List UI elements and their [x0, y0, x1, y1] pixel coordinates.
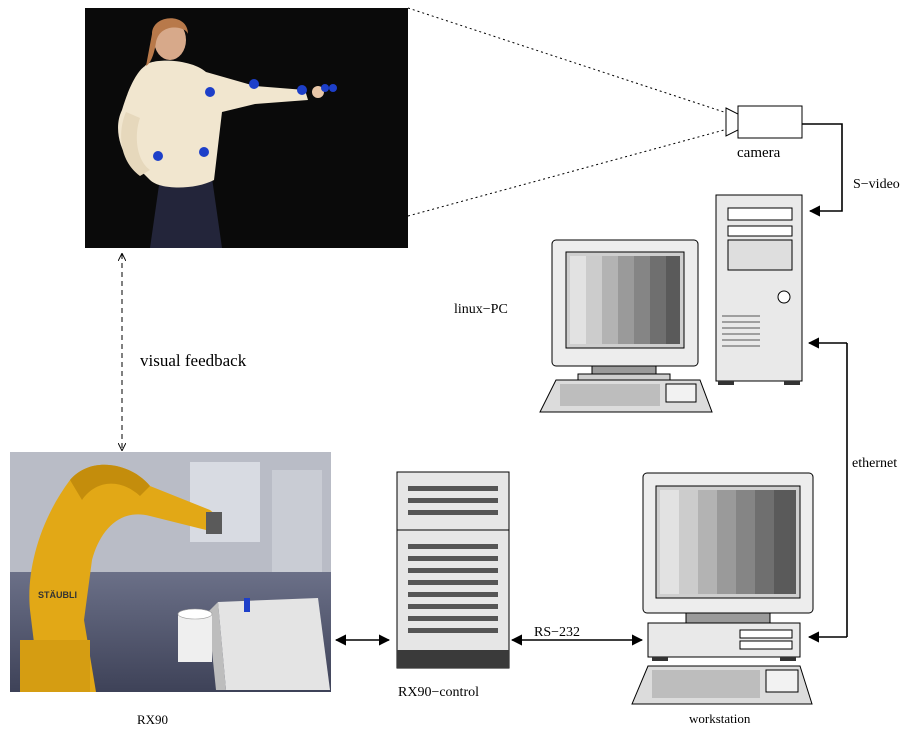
linux-pc-monitor	[551, 239, 699, 381]
rx90-control-label: RX90−control	[398, 685, 479, 700]
camera-icon	[725, 105, 803, 139]
linux-pc-keyboard	[539, 379, 713, 413]
linux-pc-tower	[715, 194, 803, 385]
workstation-label: workstation	[689, 711, 751, 726]
workstation-base	[647, 622, 801, 661]
visual-feedback-label: visual feedback	[140, 351, 247, 370]
workstation-keyboard	[631, 665, 813, 705]
rx90-control-cabinet	[396, 471, 510, 669]
rs232-label: RS−232	[534, 625, 580, 640]
robot-brand-text: STÄUBLI	[38, 590, 77, 600]
camera-label: camera	[737, 145, 781, 161]
person-photo	[85, 8, 408, 248]
s-video-connector	[802, 123, 843, 217]
camera-view-cone	[407, 7, 725, 217]
s-video-label: S−video	[853, 177, 900, 192]
ethernet-label: ethernet	[852, 456, 897, 471]
linux-pc-label: linux−PC	[454, 302, 508, 317]
robot-photo: STÄUBLI	[10, 452, 331, 692]
rx90-label: RX90	[137, 712, 168, 727]
workstation-monitor	[642, 472, 814, 624]
